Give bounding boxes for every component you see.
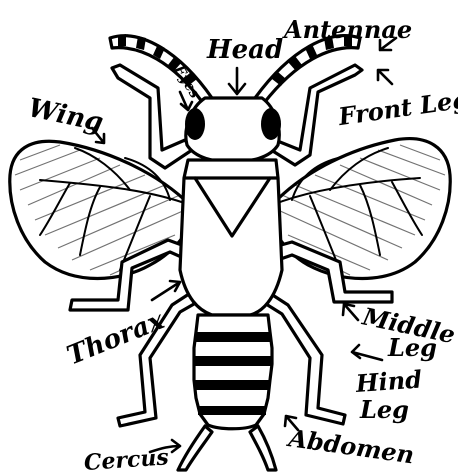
label-hind-leg-line1: Hind	[354, 364, 423, 398]
head-arrow	[229, 68, 245, 94]
middle-leg-arrow	[343, 304, 358, 320]
label-hind-leg-line2: Leg	[359, 395, 409, 424]
head	[185, 98, 281, 162]
right-eye	[261, 108, 281, 140]
left-eye	[185, 108, 205, 140]
front-leg-arrow	[378, 70, 392, 84]
label-head: Head	[206, 35, 283, 65]
label-middle-leg-line2: Leg	[387, 333, 437, 362]
thorax-arrow	[152, 281, 180, 300]
label-abdomen: Abdomen	[285, 423, 416, 470]
abdomen	[194, 315, 272, 429]
label-antennae: Antennae	[282, 15, 412, 44]
label-wing: Wing	[26, 93, 106, 138]
thorax	[180, 160, 282, 315]
hind-leg-arrow	[352, 345, 382, 360]
label-cercus: Cercus	[83, 444, 169, 473]
label-front-leg: Front Leg	[336, 84, 458, 131]
cerci	[178, 426, 276, 470]
label-thorax: Thorax	[63, 305, 169, 371]
hind-leg-right	[266, 292, 345, 424]
